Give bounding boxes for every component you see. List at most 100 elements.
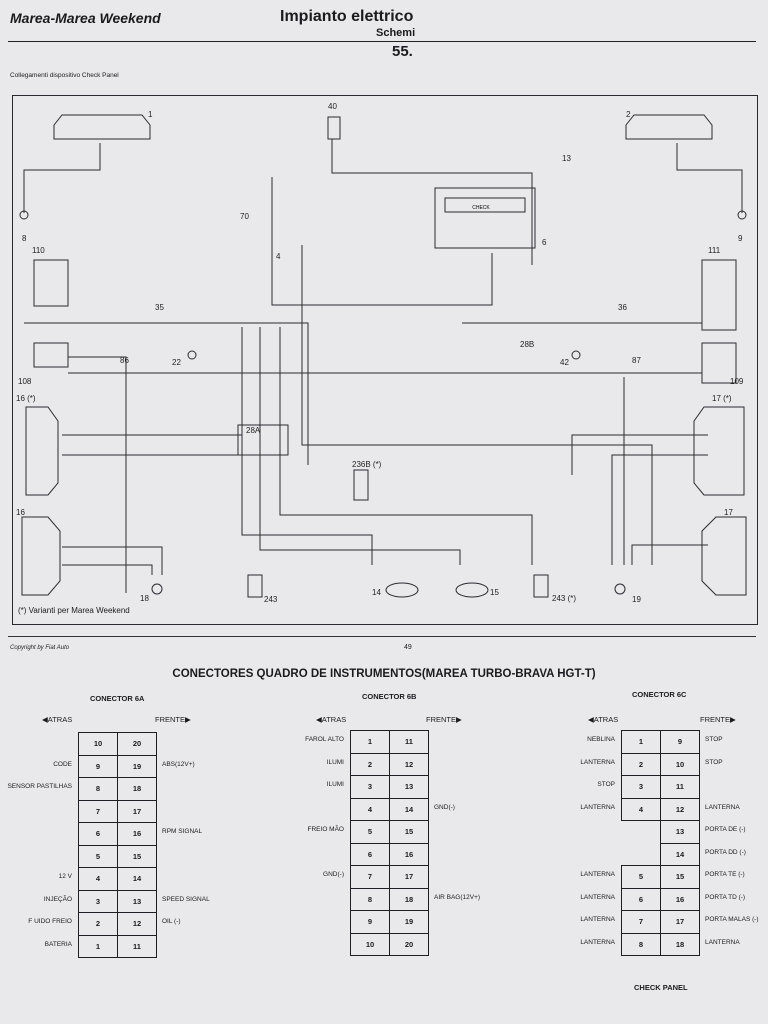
connector-109-shape xyxy=(701,342,737,384)
wire-12 xyxy=(301,245,653,565)
wire-1 xyxy=(23,143,101,213)
pin-cell xyxy=(622,843,661,866)
pin-cell: 12 xyxy=(389,752,429,776)
connector-243-shape xyxy=(247,574,263,598)
pin-cell: 14 xyxy=(389,797,429,821)
component-label: 108 xyxy=(18,377,32,386)
component-label: 9 xyxy=(738,234,743,243)
pin-function-left: STOP xyxy=(597,781,615,788)
component-label: 16 xyxy=(16,508,25,517)
pin-function-left: LANTERNA xyxy=(580,893,615,901)
pin-cell: 3 xyxy=(78,889,118,913)
component-label: 19 xyxy=(632,595,641,604)
wire-10 xyxy=(259,327,461,565)
wire-8 xyxy=(68,356,127,593)
lamp-cluster-16 xyxy=(21,516,61,596)
pin-cell: 3 xyxy=(350,775,390,799)
component-label: 243 (*) xyxy=(552,594,576,603)
lamp-cluster-17-variant xyxy=(693,406,745,496)
connector-111-shape xyxy=(701,259,737,331)
lamp-14-shape xyxy=(385,582,419,598)
pin-cell: 9 xyxy=(660,730,700,754)
pin-function-right: STOP xyxy=(705,736,723,743)
component-label: 15 xyxy=(490,588,499,597)
page-title: Impianto elettrico xyxy=(280,8,414,25)
pin-cell: 8 xyxy=(621,932,661,956)
lamp-cluster-17 xyxy=(701,516,747,596)
pin-function-left: LANTERNA xyxy=(580,758,615,766)
wire-16 xyxy=(62,564,153,575)
pin-cell: 7 xyxy=(621,910,661,934)
pin-cell: 10 xyxy=(350,932,390,956)
pin-function-right: OIL (-) xyxy=(162,918,181,925)
pin-function-right: ABS(12V+) xyxy=(162,760,195,768)
component-label: 236B (*) xyxy=(352,460,382,469)
check-panel-display xyxy=(444,197,526,213)
pin-function-left: CODE xyxy=(53,760,72,768)
pin-function-right: RPM SIGNAL xyxy=(162,828,203,835)
connector-row: 14 xyxy=(622,842,700,866)
component-label: 70 xyxy=(240,212,249,221)
pin-cell: 19 xyxy=(389,910,429,934)
pin-cell: 17 xyxy=(117,799,157,823)
pin-cell: 1 xyxy=(621,730,661,754)
connector-6b-back-label: ◀ATRAS xyxy=(316,715,347,724)
pin-function-left: 12 V xyxy=(58,873,72,880)
splice-28a xyxy=(237,424,289,456)
wire-5 xyxy=(24,322,309,465)
pin-cell: 15 xyxy=(117,844,157,868)
pin-function-right: PORTA DD (-) xyxy=(705,848,746,856)
ground-8 xyxy=(19,210,29,220)
pin-function-left: SENSOR PASTILHAS xyxy=(7,783,72,790)
pin-cell: 11 xyxy=(389,730,429,754)
component-label: 110 xyxy=(32,246,45,255)
pin-function-right: LANTERNA xyxy=(705,803,740,811)
check-panel-label: CHECK xyxy=(472,205,490,211)
pin-function-left: ILUMI xyxy=(326,781,344,788)
connector-6a-title: CONECTOR 6A xyxy=(90,694,145,703)
component-label: 8 xyxy=(22,234,27,243)
pin-function-left: LANTERNA xyxy=(580,916,615,923)
header-divider xyxy=(8,41,756,42)
ground-19 xyxy=(614,583,626,595)
component-label: 86 xyxy=(120,356,129,365)
component-label: 13 xyxy=(562,154,571,163)
pin-cell: 5 xyxy=(350,820,390,844)
wire-2 xyxy=(676,143,743,213)
pin-cell: 13 xyxy=(389,775,429,799)
connector-243-variant-shape xyxy=(533,574,549,598)
variants-note: (*) Varianti per Marea Weekend xyxy=(18,606,130,615)
pin-cell: 16 xyxy=(660,887,700,911)
page-number-top: 55. xyxy=(392,43,413,60)
connector-row: 13 xyxy=(622,820,700,844)
lamp-15-shape xyxy=(455,582,489,598)
pin-function-right: STOP xyxy=(705,758,723,766)
pin-cell: 11 xyxy=(660,775,700,799)
pin-cell: 9 xyxy=(78,754,118,778)
page-number-bottom: 49 xyxy=(404,644,412,651)
pin-function-left: LANTERNA xyxy=(580,938,615,946)
pin-cell: 6 xyxy=(350,842,390,866)
component-label: 87 xyxy=(632,356,641,365)
pin-cell: 17 xyxy=(660,910,700,934)
connector-6c-title: CONECTOR 6C xyxy=(632,690,687,699)
